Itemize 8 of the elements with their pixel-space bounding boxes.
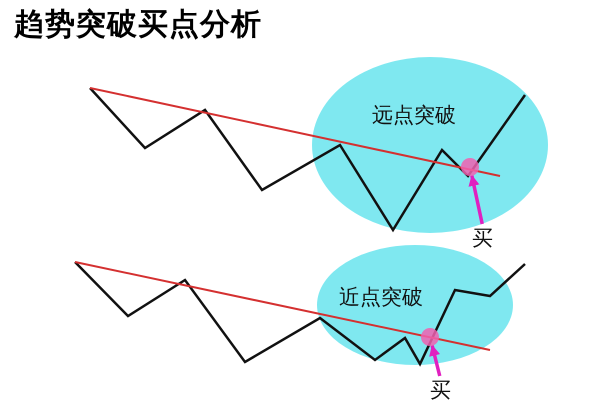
breakout-dot — [421, 328, 439, 346]
buy-label: 买 — [430, 377, 451, 404]
zone-label: 远点突破 — [372, 102, 456, 129]
arrow — [468, 174, 484, 224]
title: 趋势突破买点分析 — [14, 6, 262, 44]
buy-label: 买 — [472, 225, 493, 252]
breakout-dot — [461, 158, 479, 176]
zone-label: 近点突破 — [339, 284, 423, 311]
